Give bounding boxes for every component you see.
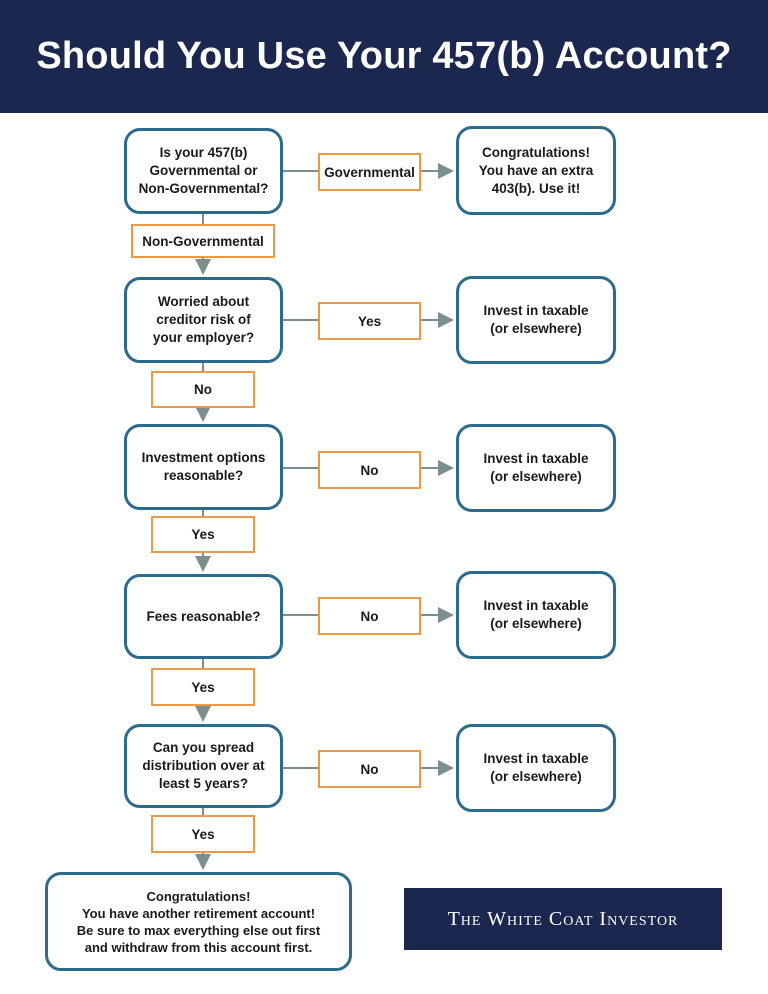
branch-label-yes-fees: Yes bbox=[151, 668, 255, 706]
branch-label-no-fees: No bbox=[318, 597, 421, 635]
result-node-invest-taxable-4: Invest in taxable (or elsewhere) bbox=[456, 724, 616, 812]
header-banner: Should You Use Your 457(b) Account? bbox=[0, 0, 768, 113]
brand-logo: The White Coat Investor bbox=[404, 888, 722, 950]
question-node-creditor-risk: Worried about creditor risk of your empl… bbox=[124, 277, 283, 363]
branch-label-yes-options: Yes bbox=[151, 516, 255, 553]
question-node-account-type: Is your 457(b) Governmental or Non-Gover… bbox=[124, 128, 283, 214]
question-node-fees: Fees reasonable? bbox=[124, 574, 283, 659]
question-node-spread-distribution: Can you spread distribution over at leas… bbox=[124, 724, 283, 808]
branch-label-no-spread: No bbox=[318, 750, 421, 788]
branch-label-no-creditor: No bbox=[151, 371, 255, 408]
question-node-investment-options: Investment options reasonable? bbox=[124, 424, 283, 510]
branch-label-yes-creditor: Yes bbox=[318, 302, 421, 340]
result-node-extra-403b: Congratulations! You have an extra 403(b… bbox=[456, 126, 616, 215]
branch-label-yes-spread: Yes bbox=[151, 815, 255, 853]
result-node-invest-taxable-1: Invest in taxable (or elsewhere) bbox=[456, 276, 616, 364]
page-title: Should You Use Your 457(b) Account? bbox=[36, 35, 732, 77]
branch-label-no-options: No bbox=[318, 451, 421, 489]
result-node-invest-taxable-3: Invest in taxable (or elsewhere) bbox=[456, 571, 616, 659]
branch-label-governmental: Governmental bbox=[318, 153, 421, 191]
brand-name: The White Coat Investor bbox=[447, 907, 679, 930]
result-node-invest-taxable-2: Invest in taxable (or elsewhere) bbox=[456, 424, 616, 512]
branch-label-non-governmental: Non-Governmental bbox=[131, 224, 275, 258]
final-node-another-retirement-account: Congratulations! You have another retire… bbox=[45, 872, 352, 971]
